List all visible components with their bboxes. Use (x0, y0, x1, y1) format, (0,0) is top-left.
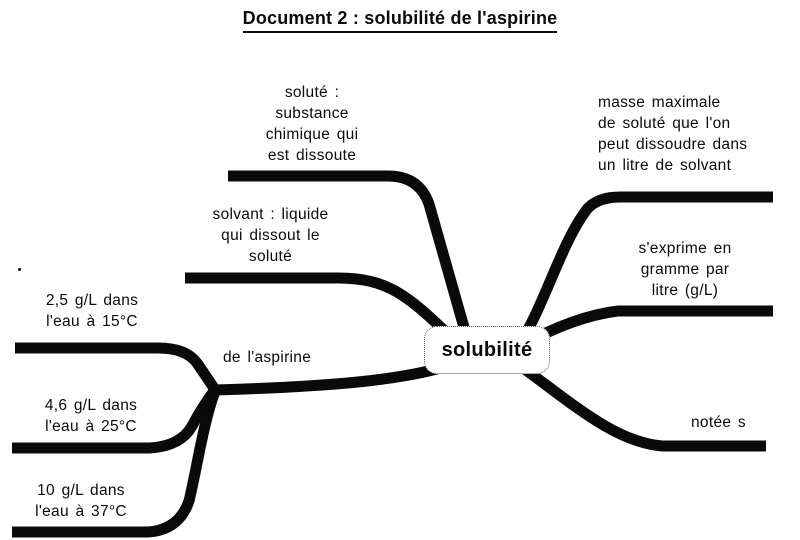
branch-label-notation: notée s (691, 414, 746, 431)
branch-label-solvant: solvant : liquide qui dissout le soluté (212, 206, 329, 265)
branch-label-aspirine: de l'aspirine (223, 349, 312, 366)
page-title: Document 2 : solubilité de l'aspirine (0, 8, 800, 33)
branch-label-solute: soluté : substance chimique qui est diss… (265, 84, 359, 164)
branch-line-masse (510, 191, 773, 354)
value-label-15c: 2,5 g/L dans l'eau à 15°C (45, 292, 139, 330)
central-node-label: solubilité (441, 338, 533, 361)
branch-label-masse: masse maximale de soluté que l'on peut d… (598, 94, 748, 174)
branch-line-solute (228, 170, 473, 340)
branch-line-solvant (185, 272, 454, 340)
page-title-text: Document 2 : solubilité de l'aspirine (242, 8, 558, 33)
scan-artifact-dot (18, 268, 21, 271)
value-label-37c: 10 g/L dans l'eau à 37°C (35, 482, 127, 520)
value-label-25c: 4,6 g/L dans l'eau à 25°C (44, 397, 138, 435)
branch-line-expression (517, 305, 773, 351)
branch-line-value-37c (12, 389, 221, 538)
branch-line-value-15c (15, 342, 221, 395)
branch-line-notation (508, 355, 766, 452)
central-node-solubilite: solubilité (424, 326, 550, 374)
branch-label-expression: s'exprime en gramme par litre (g/L) (638, 240, 732, 299)
